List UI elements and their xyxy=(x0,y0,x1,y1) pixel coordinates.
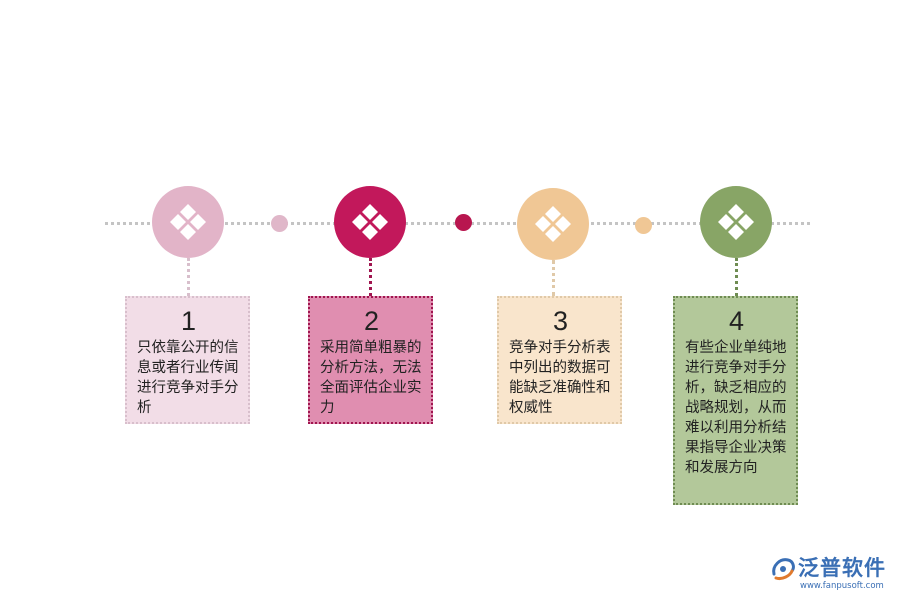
step-4-connector xyxy=(735,258,738,296)
brand-logo: 泛普软件 www.fanpusoft.com xyxy=(770,554,892,594)
step-1-card: 1 只依靠公开的信息或者行业传闻进行竞争对手分析 xyxy=(125,296,250,424)
brand-name: 泛普软件 xyxy=(798,556,886,580)
step-2-connector xyxy=(369,258,372,296)
brand-logo-icon xyxy=(772,558,795,580)
step-3-text: 竞争对手分析表中列出的数据可能缺乏准确性和权威性 xyxy=(509,340,611,416)
four-diamonds-icon xyxy=(352,204,388,240)
step-3-connector xyxy=(552,260,555,296)
step-4-text: 有些企业单纯地进行竞争对手分析，缺乏相应的战略规划，从而难以利用分析结果指导企业… xyxy=(685,340,787,476)
step-3-circle xyxy=(517,188,589,260)
timeline-dot-1 xyxy=(271,215,288,232)
step-4-circle xyxy=(700,186,772,258)
step-2-card: 2 采用简单粗暴的分析方法，无法全面评估企业实力 xyxy=(308,296,433,424)
brand-url: www.fanpusoft.com xyxy=(800,581,884,591)
four-diamonds-icon xyxy=(170,204,206,240)
step-4-card: 4 有些企业单纯地进行竞争对手分析，缺乏相应的战略规划，从而难以利用分析结果指导… xyxy=(673,296,798,505)
step-3-number: 3 xyxy=(552,306,569,336)
step-2-circle xyxy=(334,186,406,258)
four-diamonds-icon xyxy=(718,204,754,240)
step-1-connector xyxy=(187,258,190,296)
step-1-circle xyxy=(152,186,224,258)
step-1-number: 1 xyxy=(180,306,197,336)
timeline-dot-3 xyxy=(635,217,652,234)
step-3-card: 3 竞争对手分析表中列出的数据可能缺乏准确性和权威性 xyxy=(497,296,622,424)
step-1-text: 只依靠公开的信息或者行业传闻进行竞争对手分析 xyxy=(137,340,239,416)
four-diamonds-icon xyxy=(535,206,571,242)
step-2-text: 采用简单粗暴的分析方法，无法全面评估企业实力 xyxy=(320,340,422,416)
step-4-number: 4 xyxy=(728,306,745,336)
timeline-dot-2 xyxy=(455,214,472,231)
step-2-number: 2 xyxy=(363,306,380,336)
